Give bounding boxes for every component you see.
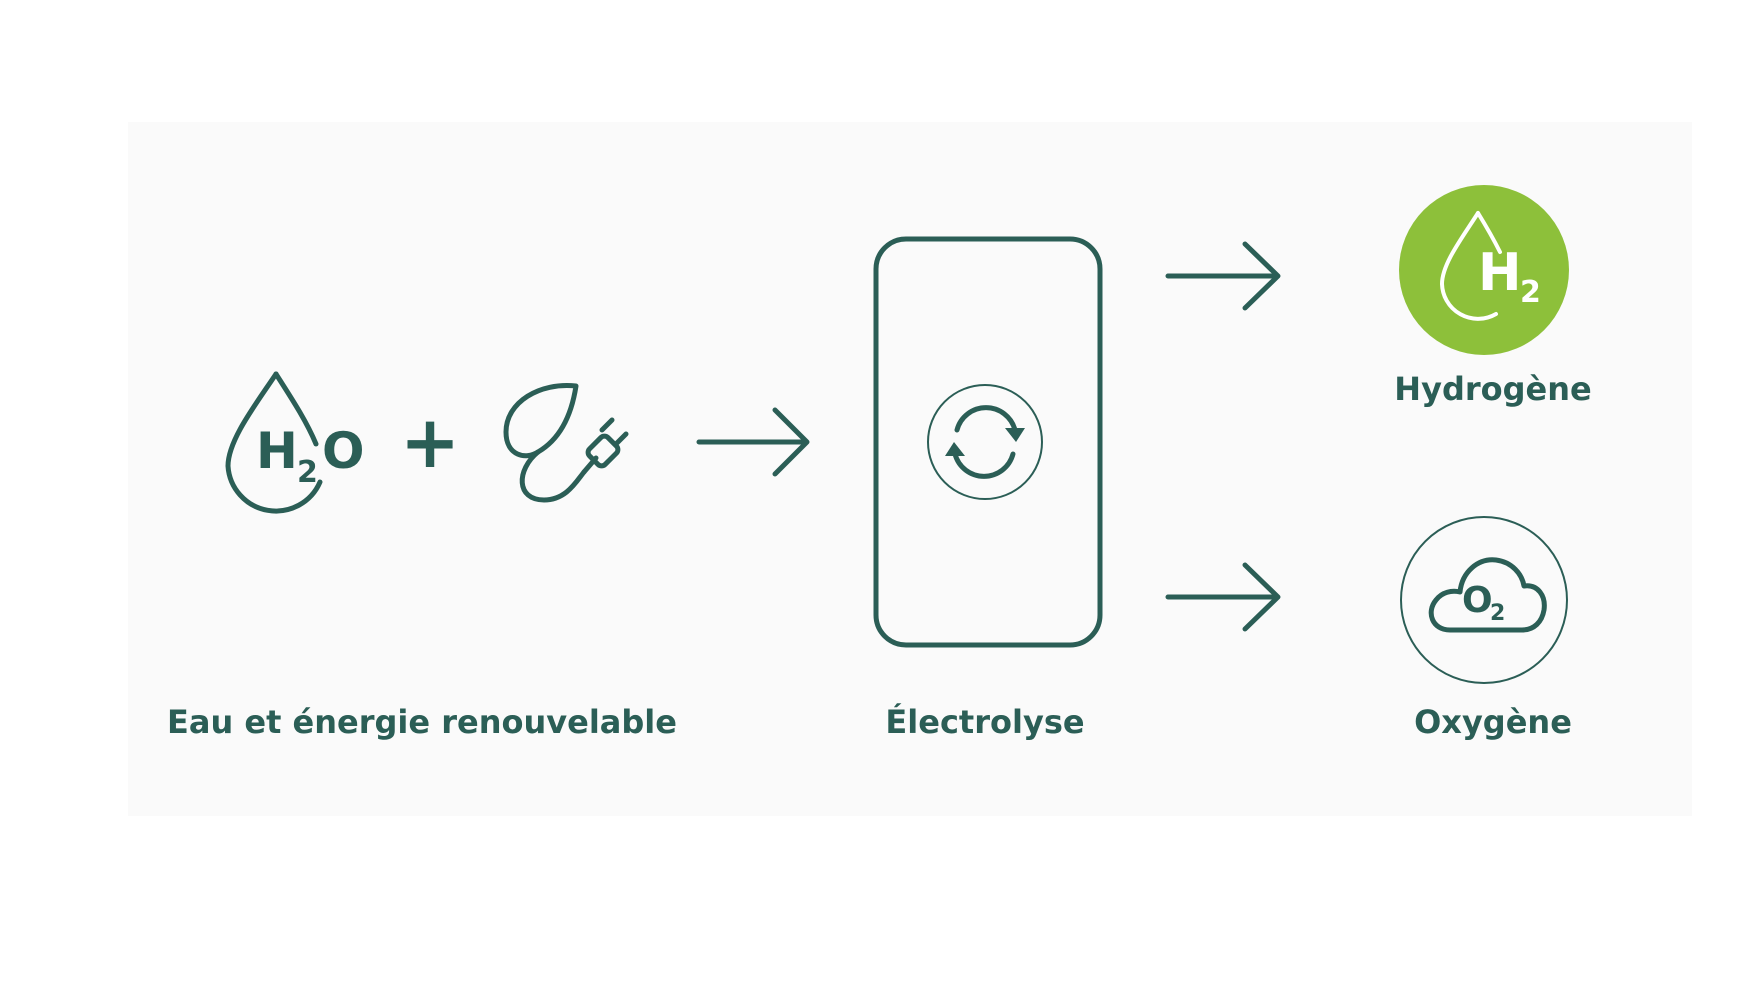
hydrogen-formula-h: H xyxy=(1478,243,1522,303)
arrow-to-hydrogen xyxy=(1165,241,1281,311)
arrow-to-oxygen xyxy=(1165,562,1281,632)
leaf-plug-icon xyxy=(503,382,629,503)
hydrogen-formula-sub: 2 xyxy=(1520,275,1541,310)
refresh-cycle-icon xyxy=(927,384,1043,500)
oxygen-cloud-icon: O 2 xyxy=(1400,516,1568,684)
plus-sign: + xyxy=(400,400,460,484)
label-hydrogen: Hydrogène xyxy=(1394,370,1592,408)
label-oxygen: Oxygène xyxy=(1414,703,1572,741)
oxygen-formula-sub: 2 xyxy=(1490,601,1505,626)
water-drop-icon: H 2 O xyxy=(225,371,365,514)
electrolyser-box xyxy=(873,236,1103,648)
label-electrolysis: Électrolyse xyxy=(885,703,1085,741)
hydrogen-drop-icon: H 2 xyxy=(1399,185,1569,355)
oxygen-formula-o: O xyxy=(1462,580,1493,621)
label-inputs: Eau et énergie renouvelable xyxy=(167,703,677,741)
water-formula-o: O xyxy=(322,422,365,480)
water-formula-sub: 2 xyxy=(297,455,318,490)
arrow-to-electrolysis xyxy=(696,407,810,477)
water-formula-h: H xyxy=(256,422,298,480)
